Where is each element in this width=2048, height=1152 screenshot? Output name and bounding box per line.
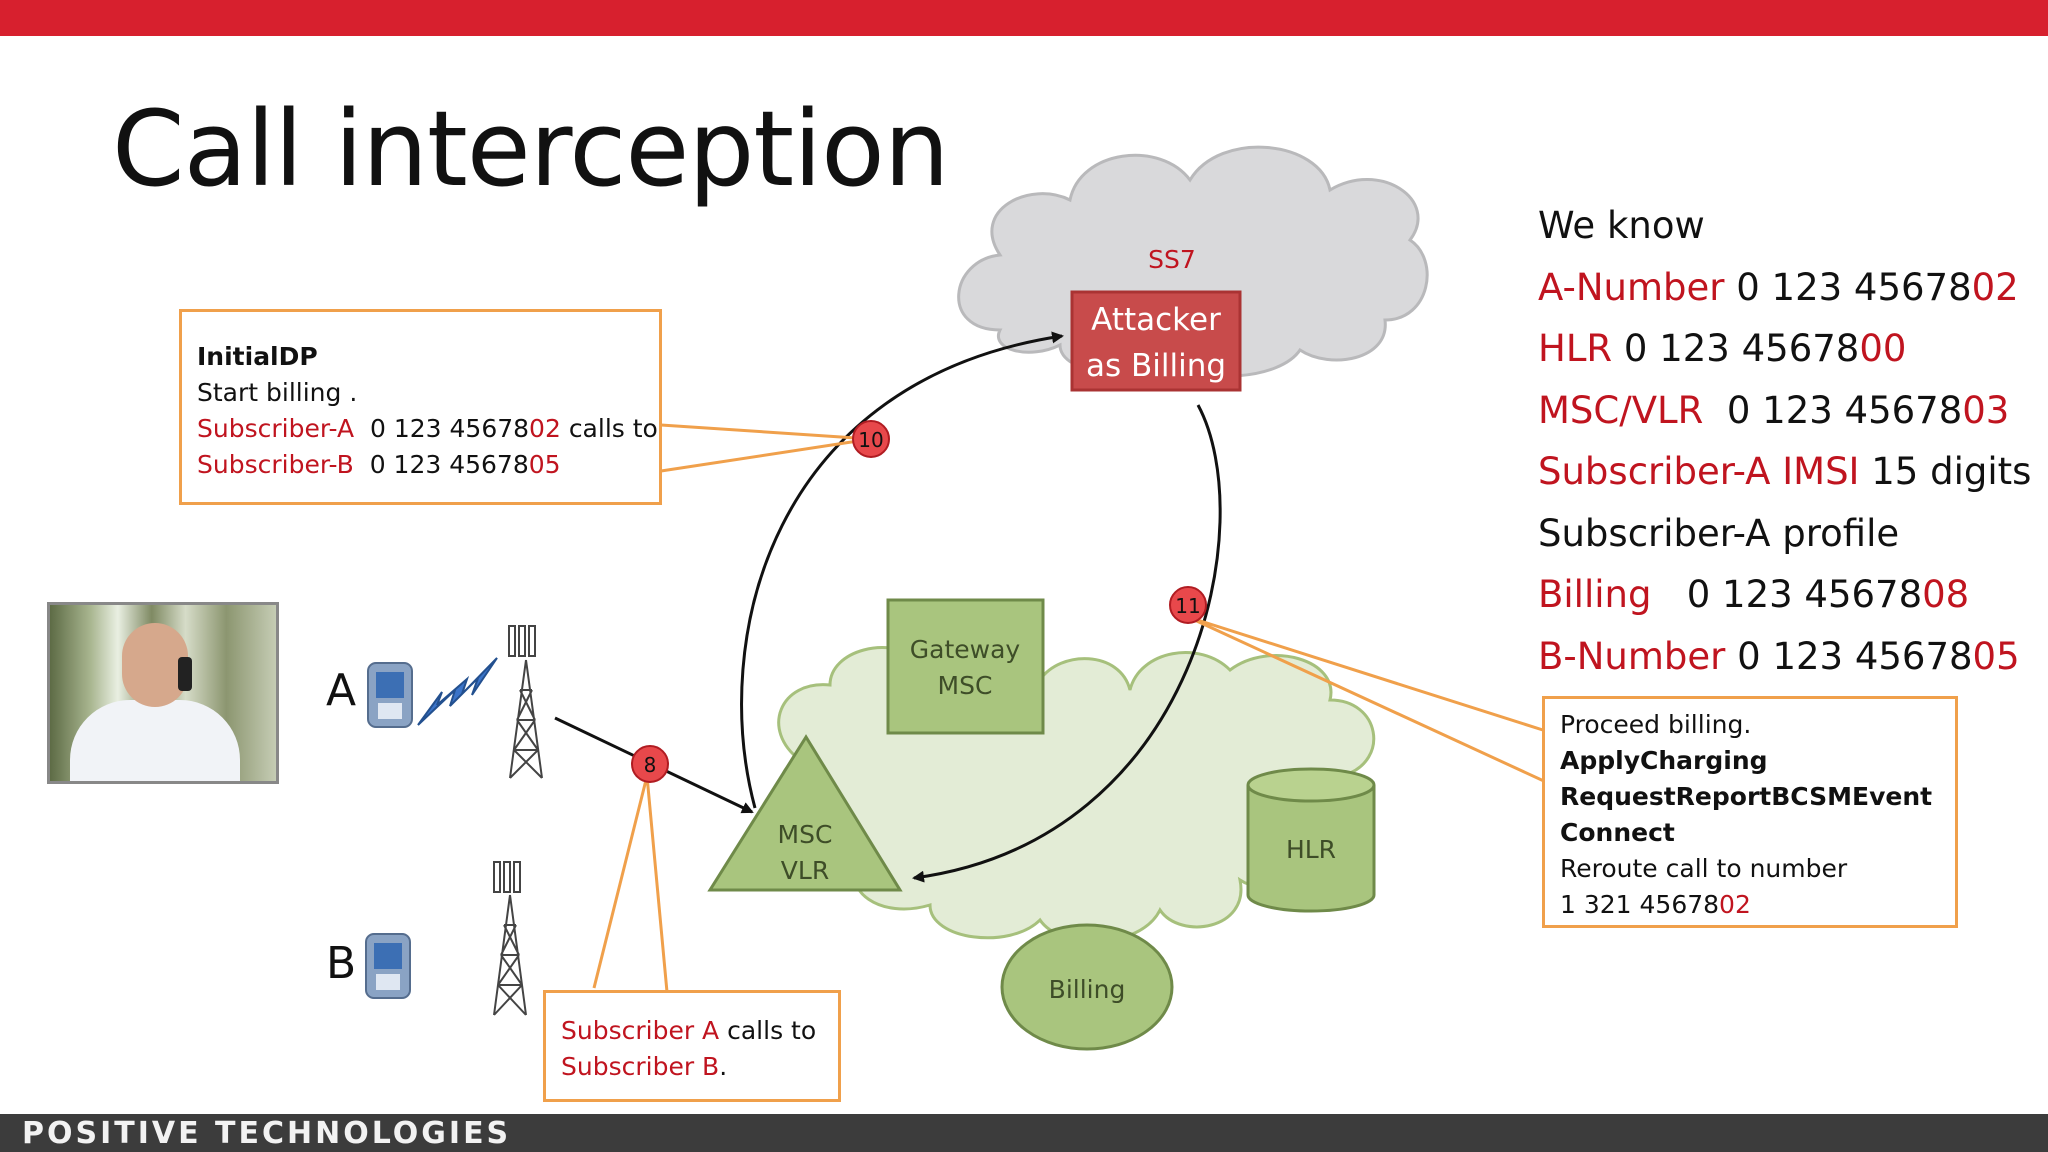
callout-proceed-line3: RequestReportBCSMEvent	[1560, 782, 1933, 811]
known-hlr: HLR 0 123 4567800	[1538, 327, 1907, 370]
radio-signal-icon	[417, 657, 498, 726]
msc-label-line2: VLR	[781, 856, 829, 885]
phone-b-icon	[365, 933, 411, 999]
person-shirt	[70, 700, 240, 781]
known-billing: Billing 0 123 4567808	[1538, 573, 1970, 616]
billing-node: Billing	[1000, 923, 1174, 1051]
arrow-attacker-to-msc	[912, 404, 1222, 883]
subscriber-b-label: B	[326, 938, 357, 989]
gateway-label-line1: Gateway	[910, 635, 1021, 664]
callout-call-line1: Subscriber A calls to	[561, 1016, 817, 1045]
callout-pointer-10	[660, 423, 872, 473]
known-msc-vlr: MSC/VLR 0 123 4567803	[1538, 388, 2010, 432]
known-profile: Subscriber-A profile	[1538, 511, 1900, 555]
brand-logo-text: POSITIVE TECHNOLOGIES	[22, 1116, 512, 1151]
step-badge-8: 8	[631, 745, 669, 783]
known-imsi: Subscriber-A IMSI 15 digits	[1538, 450, 2032, 493]
msc-vlr-node: MSC VLR	[707, 734, 903, 892]
svg-text:10: 10	[858, 428, 883, 452]
callout-proceed-line5: Reroute call to number	[1560, 854, 1848, 883]
svg-text:8: 8	[644, 753, 657, 777]
caller-photo	[47, 602, 279, 784]
subscriber-a-label: A	[326, 665, 357, 716]
top-accent-bar	[0, 0, 2048, 36]
person-head	[122, 623, 188, 707]
msc-label-line1: MSC	[778, 820, 833, 849]
gateway-msc-node: Gateway MSC	[886, 598, 1045, 735]
slide-title: Call interception	[112, 88, 950, 210]
hlr-node: HLR	[1246, 767, 1376, 913]
ss7-label: SS7	[1148, 245, 1196, 274]
attacker-label-line1: Attacker	[1091, 302, 1221, 338]
callout-call-line2: Subscriber B.	[561, 1052, 728, 1081]
known-a-number: A-Number 0 123 4567802	[1538, 265, 2019, 309]
callout-pointer-8	[592, 775, 669, 993]
attacker-label-line2: as Billing	[1086, 348, 1226, 384]
callout-initialdp-title: InitialDP	[197, 342, 318, 371]
known-info-list: We know A-Number 0 123 4567802 HLR 0 123…	[1538, 195, 2031, 687]
callout-proceed-line6: 1 321 4567802	[1560, 890, 1751, 919]
person-phone	[178, 657, 192, 691]
phone-a-icon	[367, 662, 413, 728]
known-b-number: B-Number 0 123 4567805	[1538, 634, 2020, 678]
svg-text:11: 11	[1175, 594, 1200, 618]
gateway-label-line2: MSC	[938, 671, 993, 700]
callout-call-request: Subscriber A calls to Subscriber B.	[543, 990, 841, 1102]
cell-tower-b-icon	[493, 861, 527, 1016]
callout-proceed-line1: Proceed billing.	[1560, 710, 1752, 739]
callout-initialdp: InitialDP Start billing . Subscriber-A 0…	[179, 309, 662, 505]
step-badge-10: 10	[852, 420, 890, 458]
attacker-node: Attacker as Billing	[1070, 290, 1242, 392]
arrow-msc-to-attacker	[740, 331, 1064, 809]
footer-bar	[0, 1114, 2048, 1152]
step-badge-11: 11	[1169, 586, 1207, 624]
callout-initialdp-line1: Start billing .	[197, 378, 358, 407]
callout-proceed-line2: ApplyCharging	[1560, 746, 1768, 775]
hlr-label: HLR	[1286, 835, 1336, 864]
known-heading: We know	[1538, 204, 1705, 247]
billing-label: Billing	[1049, 975, 1126, 1004]
callout-proceed-line4: Connect	[1560, 818, 1675, 847]
cell-tower-a-icon	[508, 625, 543, 779]
callout-initialdp-line3: Subscriber-B 0 123 4567805	[197, 450, 561, 479]
callout-initialdp-line2: Subscriber-A 0 123 4567802 calls to	[197, 414, 658, 443]
callout-proceed-billing: Proceed billing. ApplyCharging RequestRe…	[1542, 696, 1958, 928]
